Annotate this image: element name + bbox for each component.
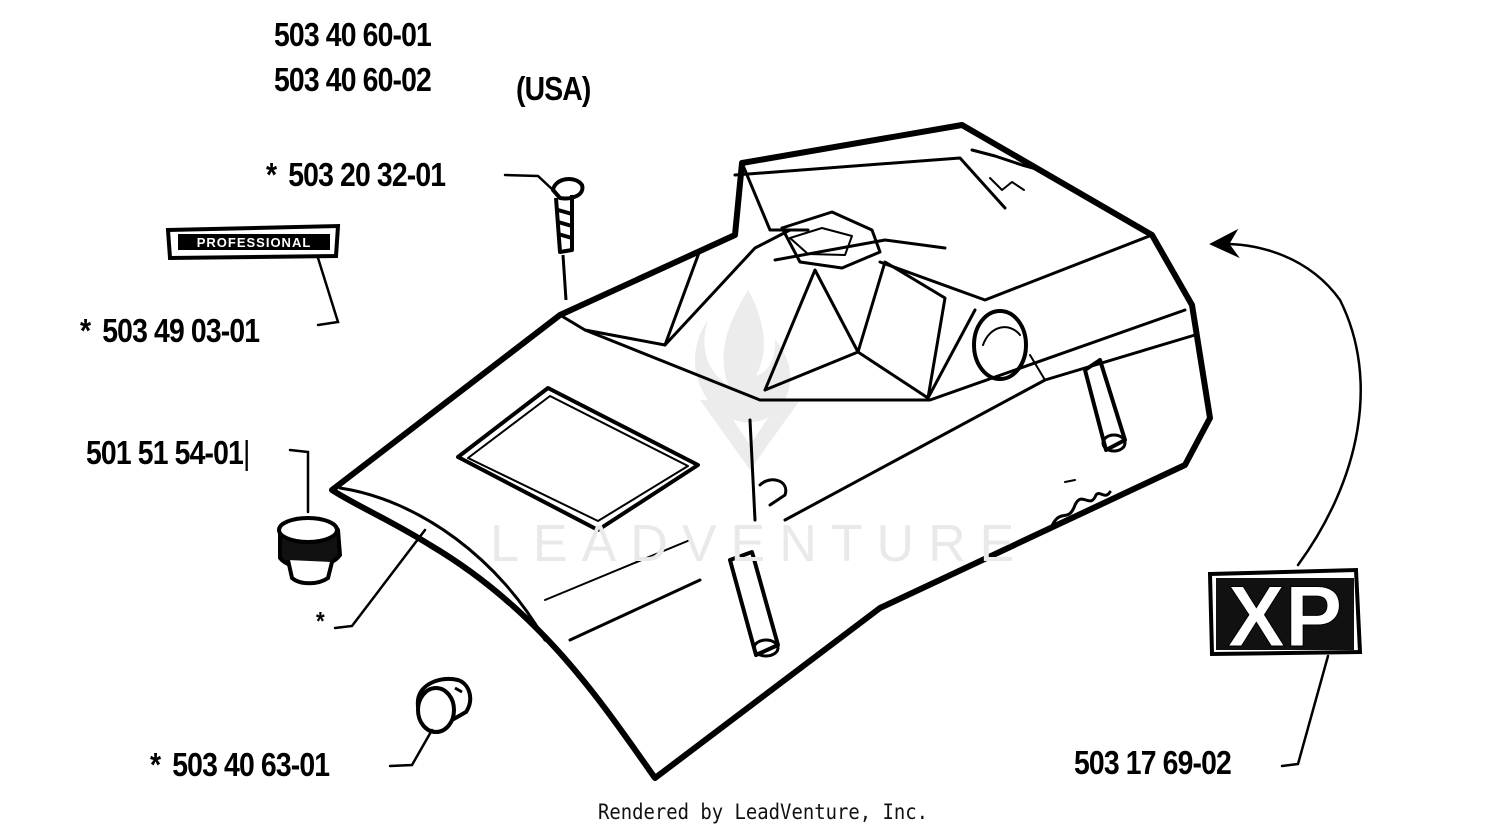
decal-professional-text: PROFESSIONAL	[197, 235, 312, 250]
footer-credit: Rendered by LeadVenture, Inc.	[598, 800, 928, 824]
grommet-part	[415, 677, 473, 734]
label-screw-number: 503 20 32-01	[288, 156, 446, 193]
leader-xp-decal	[1280, 654, 1330, 768]
leader-professional-decal	[316, 256, 340, 327]
label-grommet-star: *	[150, 746, 161, 783]
decal-xp-text: XP	[1228, 569, 1343, 665]
arrowhead-icon	[1209, 228, 1240, 259]
label-screw-star: *	[266, 156, 277, 193]
professional-decal-part: PROFESSIONAL	[165, 223, 341, 261]
leader-screw	[503, 173, 555, 192]
assembly-number-2: 503 40 60-02	[274, 61, 432, 98]
assembly-number-1: 503 40 60-01	[274, 16, 432, 53]
label-plug: 501 51 54-01|	[86, 434, 250, 471]
cylinder-cover	[329, 122, 1213, 781]
screw-part	[551, 177, 585, 301]
plug-part	[277, 516, 343, 586]
label-screw: * 503 20 32-01	[266, 156, 446, 193]
leader-grommet	[388, 728, 434, 768]
label-grommet-number: 503 40 63-01	[172, 746, 330, 783]
label-professional-decal-star: *	[80, 312, 91, 349]
leader-xp-placement-arrow	[1213, 242, 1362, 567]
label-plug-number: 501 51 54-01	[86, 434, 244, 471]
market-tag: (USA)	[516, 70, 591, 107]
leader-plug	[288, 448, 310, 514]
label-xp-decal: 503 17 69-02	[1074, 744, 1232, 781]
label-professional-decal-number: 503 49 03-01	[102, 312, 260, 349]
label-professional-decal: * 503 49 03-01	[80, 312, 260, 349]
leader-cover	[333, 528, 427, 630]
label-cover-star: *	[316, 606, 325, 636]
leader-lines	[288, 173, 1362, 768]
watermark-text: LEADVENTURE	[490, 515, 1029, 573]
label-grommet: * 503 40 63-01	[150, 746, 330, 783]
xp-decal-part: XP	[1207, 567, 1363, 666]
